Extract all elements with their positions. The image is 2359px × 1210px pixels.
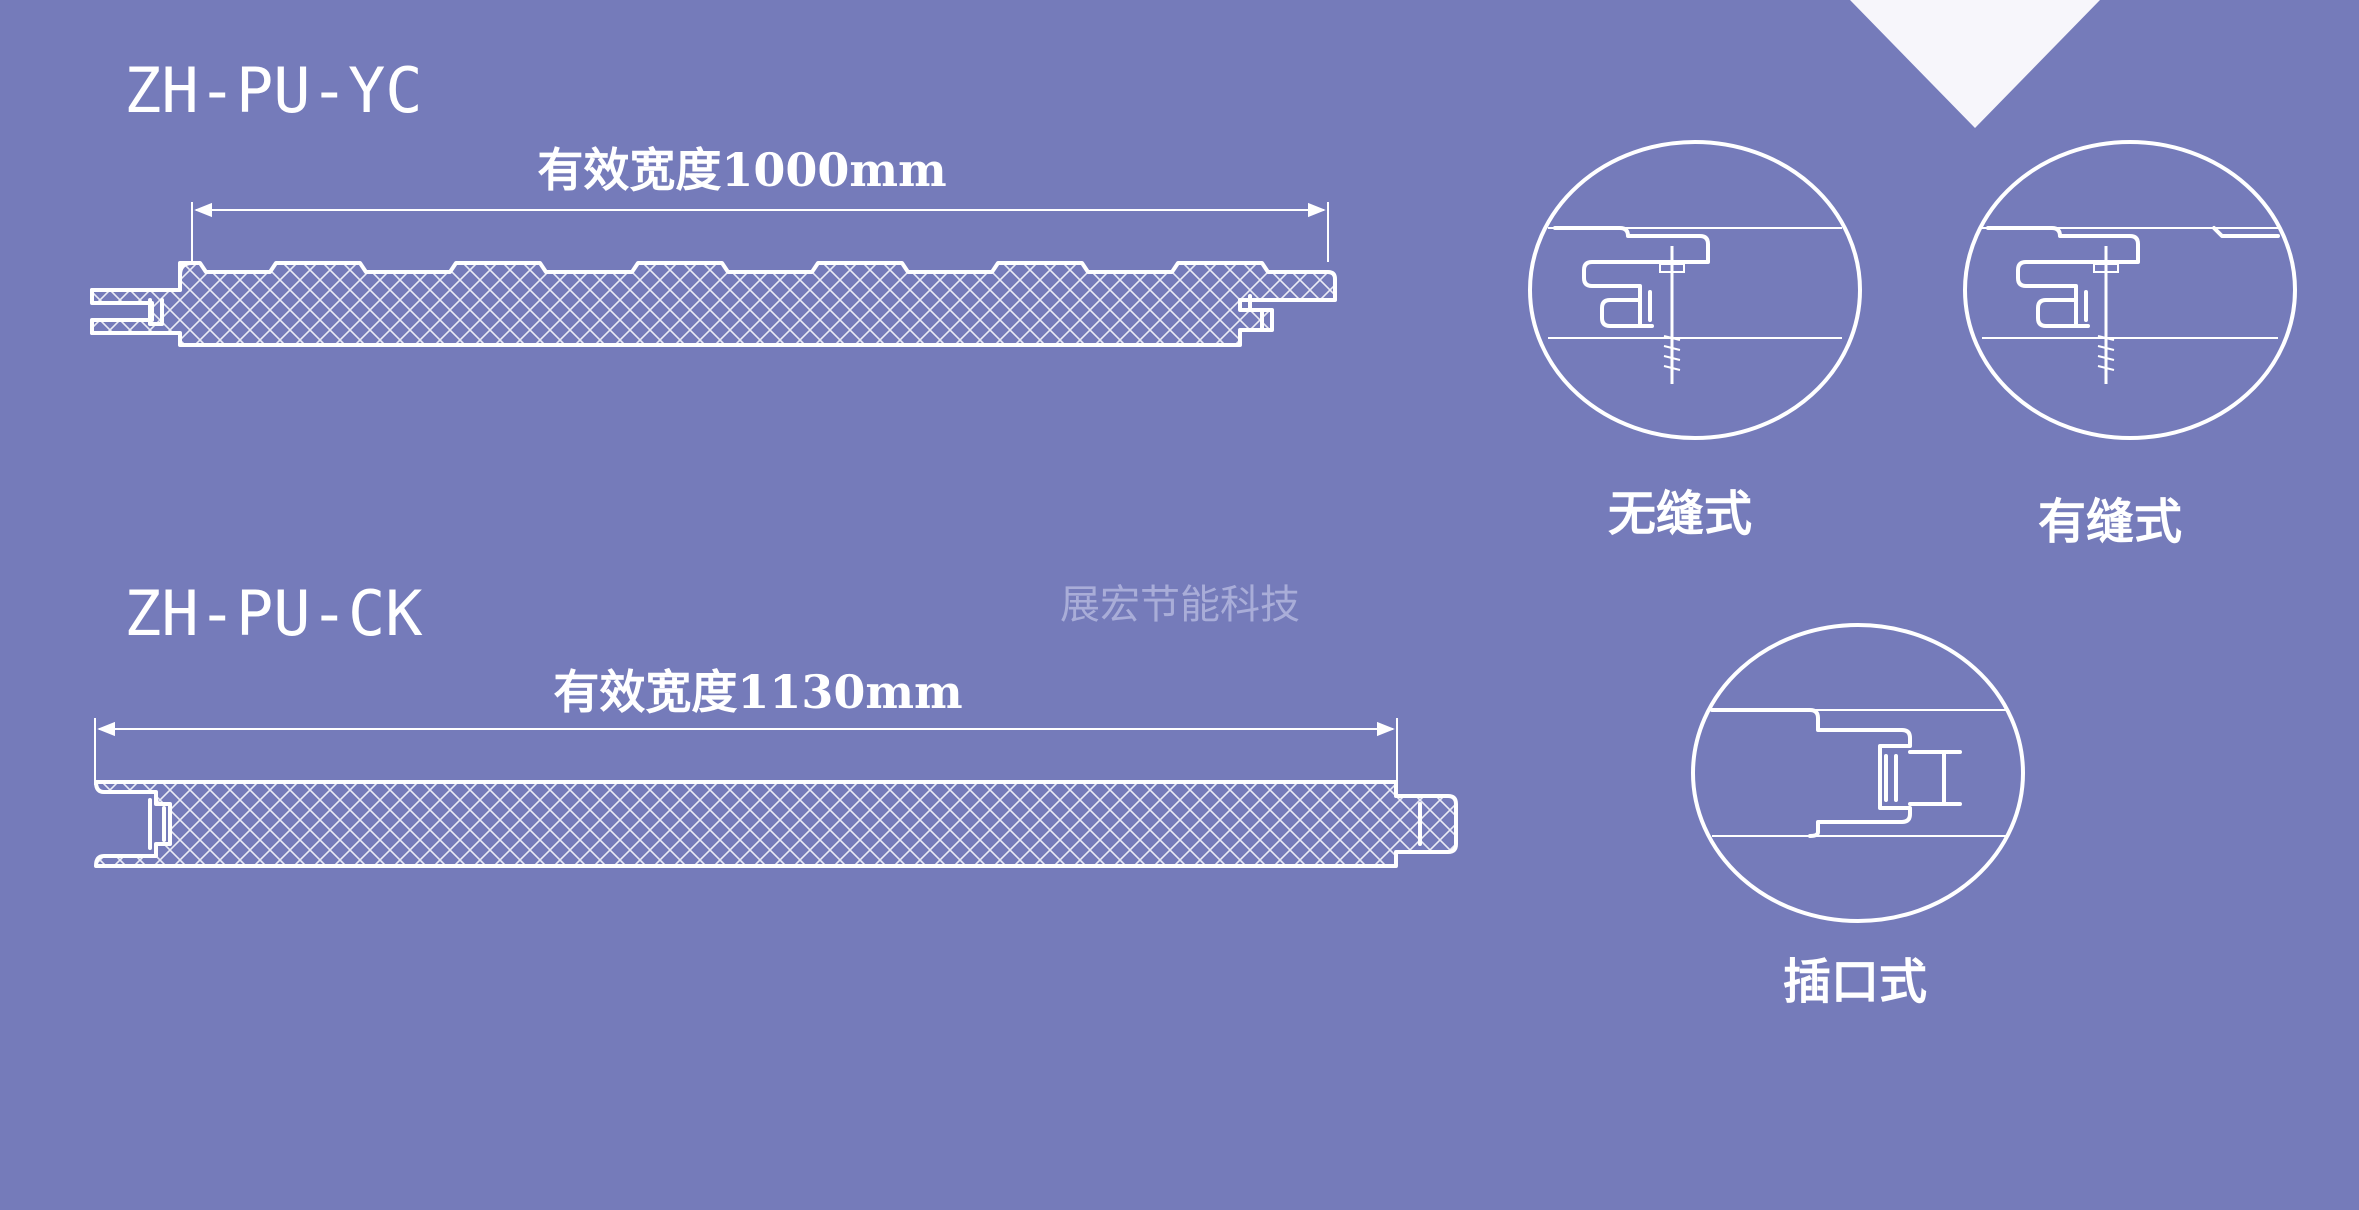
screw-icon [1659, 246, 1685, 384]
joint-detail-socket: 插口式 [1691, 623, 2025, 1010]
joint-detail-socket-circle [1691, 623, 2025, 923]
panel-ck-cross-section [94, 780, 1458, 868]
joint-detail-socket-label: 插口式 [1783, 954, 1927, 1010]
panel-ck-dimension-line [94, 718, 1398, 790]
panel-ck-width-label: 有效宽度1130mm [553, 665, 962, 719]
panel-yc-width-label: 有效宽度1000mm [537, 143, 946, 197]
panel-ck-left-slot [148, 798, 166, 850]
screw-icon [2093, 246, 2119, 384]
joint-detail-gapped-circle [1963, 140, 2297, 440]
corner-triangle-decoration [1850, 0, 2100, 128]
panel-yc-left-tongue [90, 288, 180, 335]
panel-ck-model-label: ZH-PU-CK [124, 577, 423, 650]
brand-watermark: 展宏节能科技 [1060, 582, 1300, 628]
joint-detail-gapped-label: 有缝式 [2038, 494, 2182, 550]
panel-yc-model-label: ZH-PU-YC [124, 54, 423, 127]
joint-detail-seamless: 无缝式 [1528, 140, 1862, 542]
joint-detail-seamless-circle [1528, 140, 1862, 440]
joint-detail-seamless-label: 无缝式 [1608, 486, 1752, 542]
panel-yc-dimension-line [191, 202, 1329, 262]
joint-detail-gapped: 有缝式 [1963, 140, 2297, 550]
panel-yc-cross-section [90, 261, 1337, 347]
panel-yc: ZH-PU-YC 有效宽度1000mm [90, 54, 1337, 347]
panel-ck: ZH-PU-CK 有效宽度1130mm [94, 577, 1458, 868]
panel-yc-top-skin [178, 261, 194, 292]
panel-yc-right-groove [1248, 294, 1264, 330]
